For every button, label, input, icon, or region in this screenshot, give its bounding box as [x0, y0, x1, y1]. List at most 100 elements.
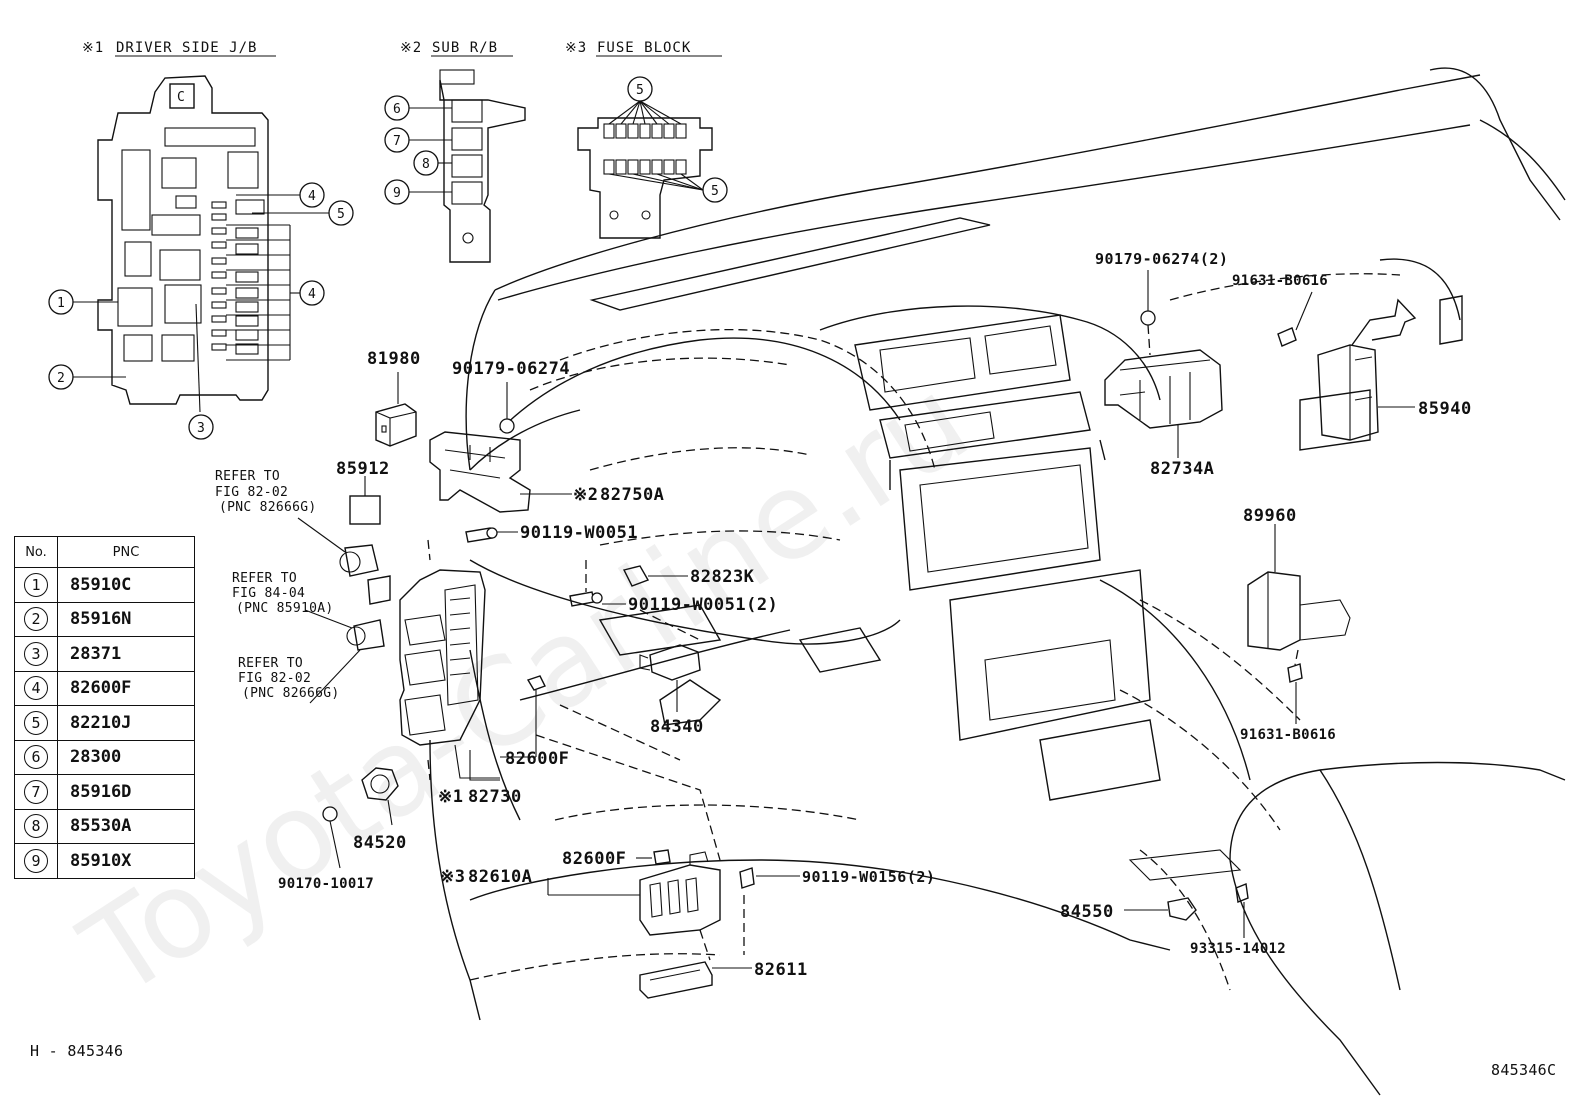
part-84340-switch: 84340 [639, 644, 704, 737]
label-84340: 84340 [650, 717, 704, 737]
table-row: 6 28300 [14, 739, 195, 775]
label-90179-06274: 90179-06274 [452, 359, 570, 379]
svg-text:2: 2 [57, 371, 65, 386]
part-82730-jb: ※1 82730 [399, 539, 522, 807]
row-pnc: 85916N [57, 601, 195, 637]
footer-left-ref: H - 845346 [30, 1042, 123, 1060]
part-85940-ecu: 85940 [1317, 298, 1472, 441]
label-91631-b0616-a: 91631-B0616 [1232, 273, 1328, 289]
label-90119-w0051: 90119-W0051 [520, 523, 638, 543]
svg-text:9: 9 [393, 186, 401, 201]
label-91631-b0616-b: 91631-B0616 [1240, 727, 1336, 743]
svg-text:(PNC 82666G): (PNC 82666G) [242, 686, 340, 701]
row-pnc: 82600F [57, 670, 195, 706]
label-82610a: 82610A [468, 867, 532, 887]
part-85912: 85912 [336, 459, 390, 525]
callout-5b: 5 [627, 76, 653, 102]
table-row: 9 85910X [14, 843, 195, 879]
callout-2: 2 [48, 364, 74, 390]
header-2-mark: ※2 [400, 40, 422, 56]
row-pnc: 28300 [57, 739, 195, 775]
part-93315-14012: 93315-14012 [1190, 883, 1286, 957]
svg-text:4: 4 [308, 189, 316, 204]
row-pnc: 85910X [57, 843, 195, 879]
part-82823k: 82823K [622, 565, 755, 587]
header-2-text: SUB R/B [432, 40, 498, 56]
part-84550: 84550 [1060, 897, 1197, 922]
svg-text:REFER TO: REFER TO [232, 571, 297, 586]
label-90179-06274-2: 90179-06274(2) [1095, 250, 1228, 268]
row-number: 9 [24, 848, 48, 873]
callout-5a: 5 [328, 200, 354, 226]
row-number: 8 [24, 814, 48, 839]
row-pnc: 85910C [57, 567, 195, 603]
svg-text:FIG 84-04: FIG 84-04 [232, 586, 305, 601]
svg-text:1: 1 [57, 296, 65, 311]
table-row: 8 85530A [14, 808, 195, 844]
part-82611: 82611 [639, 960, 808, 999]
col-no-header: No. [14, 536, 58, 568]
label-82730: 82730 [468, 787, 522, 807]
label-82611: 82611 [754, 960, 808, 980]
svg-text:7: 7 [393, 134, 401, 149]
row-number: 6 [24, 745, 48, 770]
label-90119-w0051-2: 90119-W0051(2) [628, 595, 778, 615]
svg-text:4: 4 [308, 287, 316, 302]
row-pnc: 82210J [57, 705, 195, 741]
part-90119-w0051-2: 90119-W0051(2) [569, 560, 778, 641]
row-number: 5 [24, 710, 48, 735]
refer-block-1: REFER TO FIG 82-02 (PNC 82666G) [215, 469, 317, 515]
part-90119-w0051: 90119-W0051 [465, 523, 638, 543]
label-90119-w0156: 90119-W0156(2) [802, 868, 935, 886]
label-89960: 89960 [1243, 506, 1297, 526]
label-84520: 84520 [353, 833, 407, 853]
header-3-text: FUSE BLOCK [597, 40, 691, 56]
callout-6: 6 [384, 95, 410, 121]
label-82823k: 82823K [690, 567, 755, 587]
header-driver-side-jb: ※1 DRIVER SIDE J/B [82, 40, 276, 57]
row-pnc: 85530A [57, 808, 195, 844]
label-90170-10017: 90170-10017 [278, 876, 374, 892]
label-85912: 85912 [336, 459, 390, 479]
header-1-mark: ※1 [82, 40, 104, 56]
header-1-text: DRIVER SIDE J/B [116, 40, 257, 56]
label-85940: 85940 [1418, 399, 1472, 419]
refer-block-2: REFER TO FIG 84-04 (PNC 85910A) [232, 571, 334, 616]
table-row: 5 82210J [14, 705, 195, 741]
svg-text:6: 6 [393, 102, 401, 117]
callout-1: 1 [48, 289, 74, 315]
header-sub-rb: ※2 SUB R/B [400, 40, 513, 57]
svg-text:(PNC 85910A): (PNC 85910A) [236, 601, 334, 616]
table-row: 1 85910C [14, 567, 195, 603]
sub-rb-drawing [408, 69, 526, 263]
callout-5c: 5 [702, 177, 728, 203]
label-93315-14012: 93315-14012 [1190, 941, 1286, 957]
svg-text:8: 8 [422, 157, 430, 172]
label-82734a: 82734A [1150, 459, 1214, 479]
jb-letter: C [177, 90, 185, 105]
label-82750a-mark: ※2 [573, 485, 598, 505]
svg-text:5: 5 [636, 83, 644, 98]
fuse-block-drawing [577, 100, 713, 239]
small-relays [297, 517, 391, 704]
svg-text:5: 5 [337, 207, 345, 222]
callout-3: 3 [188, 414, 214, 440]
label-81980: 81980 [367, 349, 421, 369]
driver-side-jb-drawing: C [73, 75, 329, 413]
row-number: 7 [24, 779, 48, 804]
part-91631-b0616-b: 91631-B0616 [1240, 649, 1336, 743]
part-90119-w0156: 90119-W0156(2) [739, 867, 935, 889]
part-82600f-a: 82600F [500, 675, 569, 769]
label-84550: 84550 [1060, 902, 1114, 922]
label-82600f-b: 82600F [562, 849, 626, 869]
row-number: 1 [24, 572, 48, 597]
svg-text:REFER TO: REFER TO [238, 656, 303, 671]
svg-text:(PNC 82666G): (PNC 82666G) [219, 500, 317, 515]
part-82610a-fuse-block: ※3 82610A 82600F [440, 704, 745, 961]
svg-text:5: 5 [711, 184, 719, 199]
callout-4b: 4 [299, 280, 325, 306]
